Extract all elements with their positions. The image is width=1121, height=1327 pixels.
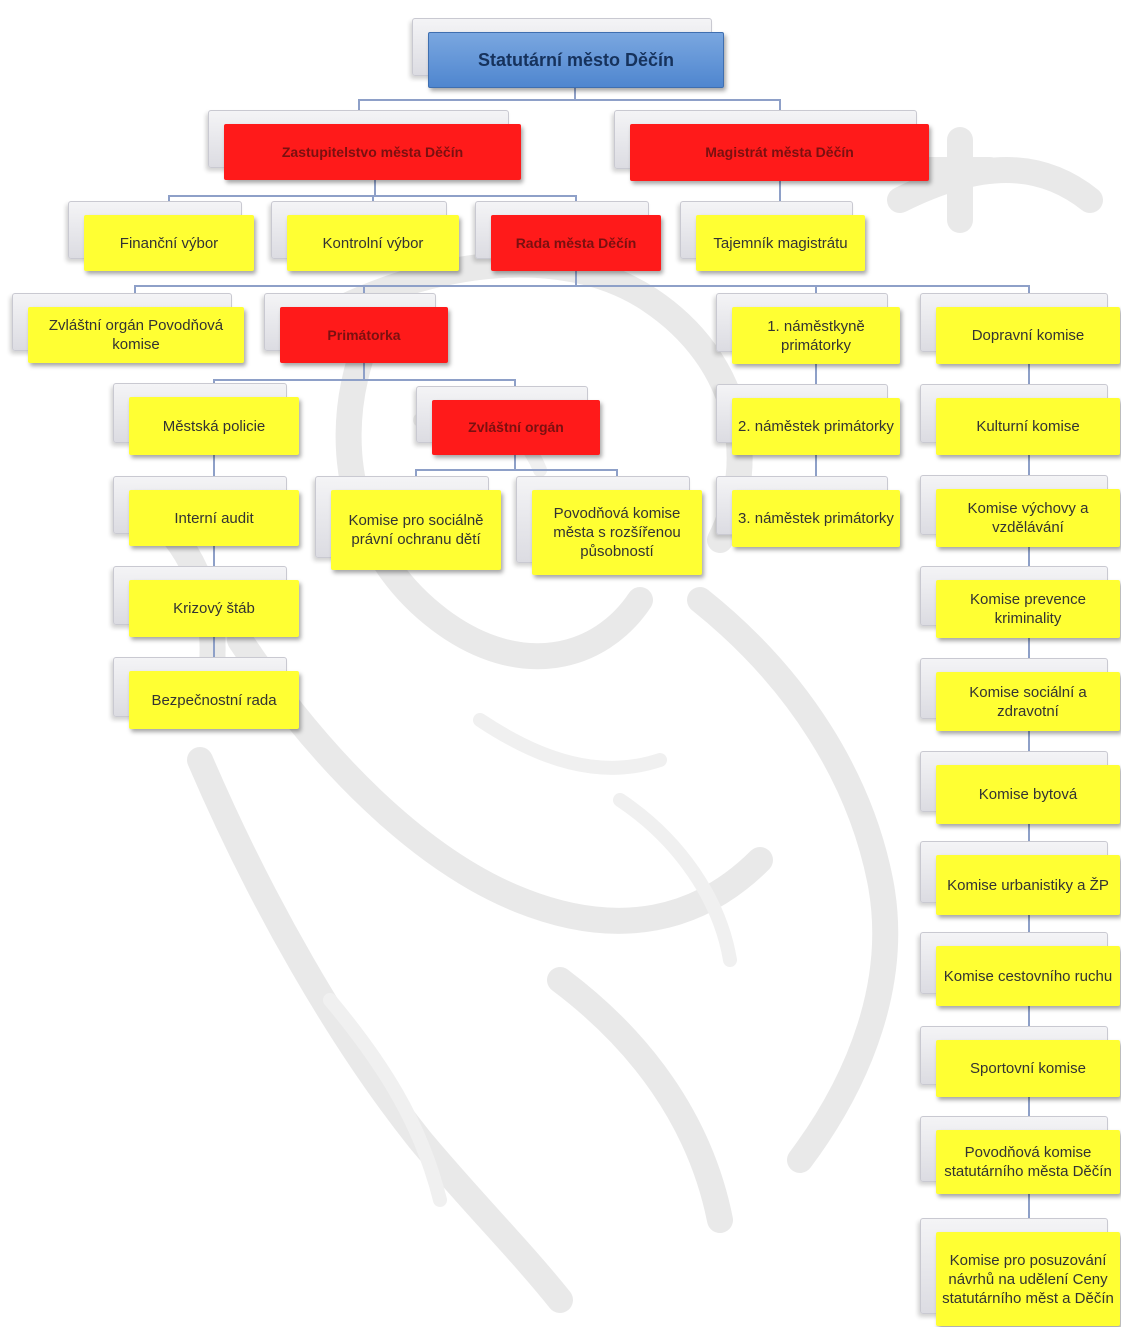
node-commission-8: Sportovní komise — [920, 1026, 1120, 1097]
node-povodnova-rozsirena: Povodňová komise města s rozšířenou půso… — [516, 476, 702, 575]
node-commission-9-label: Povodňová komise statutárního města Děčí… — [936, 1130, 1120, 1194]
node-commission-7: Komise cestovního ruchu — [920, 932, 1120, 1006]
node-commission-1: Kulturní komise — [920, 384, 1120, 455]
node-root-label: Statutární město Děčín — [428, 32, 724, 88]
node-primatorka-label: Primátorka — [280, 307, 448, 363]
node-zastupitelstvo: Zastupitelstvo města Děčín — [208, 110, 521, 180]
node-commission-6: Komise urbanistiky a ŽP — [920, 841, 1120, 915]
node-zvlastni-organ-povodnova-label: Zvláštní orgán Povodňová komise — [28, 307, 244, 363]
node-commission-2-label: Komise výchovy a vzdělávání — [936, 489, 1120, 547]
node-rada-label: Rada města Děčín — [491, 215, 661, 271]
node-komise-ospod: Komise pro sociálně právní ochranu dětí — [315, 476, 501, 570]
node-commission-1-label: Kulturní komise — [936, 398, 1120, 455]
node-commission-7-label: Komise cestovního ruchu — [936, 946, 1120, 1006]
node-commission-4: Komise sociální a zdravotní — [920, 658, 1120, 731]
node-namestek-3: 3. náměstek primátorky — [716, 476, 900, 547]
node-kontrolni-vybor-label: Kontrolní výbor — [287, 215, 459, 271]
node-mestska-policie-label: Městská policie — [129, 397, 299, 455]
node-commission-2: Komise výchovy a vzdělávání — [920, 475, 1120, 547]
node-povodnova-rozsirena-label: Povodňová komise města s rozšířenou půso… — [532, 490, 702, 575]
node-namestek-2-label: 2. náměstek primátorky — [732, 398, 900, 455]
node-zastupitelstvo-label: Zastupitelstvo města Děčín — [224, 124, 521, 180]
node-tajemnik: Tajemník magistrátu — [680, 201, 865, 271]
node-commission-0-label: Dopravní komise — [936, 307, 1120, 364]
node-commission-10-label: Komise pro posuzování návrhů na udělení … — [936, 1232, 1120, 1326]
node-commission-5: Komise bytová — [920, 751, 1120, 824]
node-krizovy-stab-label: Krizový štáb — [129, 580, 299, 637]
node-namestkyne-1: 1. náměstkyně primátorky — [716, 293, 900, 364]
node-commission-10: Komise pro posuzování návrhů na udělení … — [920, 1218, 1120, 1326]
node-rada: Rada města Děčín — [475, 201, 661, 271]
node-interni-audit-label: Interní audit — [129, 490, 299, 546]
node-commission-8-label: Sportovní komise — [936, 1040, 1120, 1097]
node-commission-9: Povodňová komise statutárního města Děčí… — [920, 1116, 1120, 1194]
node-commission-3: Komise prevence kriminality — [920, 566, 1120, 638]
node-bezpecnostni-rada-label: Bezpečnostní rada — [129, 671, 299, 729]
node-namestek-3-label: 3. náměstek primátorky — [732, 490, 900, 547]
node-tajemnik-label: Tajemník magistrátu — [696, 215, 865, 271]
node-bezpecnostni-rada: Bezpečnostní rada — [113, 657, 299, 729]
node-mestska-policie: Městská policie — [113, 383, 299, 455]
node-commission-5-label: Komise bytová — [936, 765, 1120, 824]
node-commission-0: Dopravní komise — [920, 293, 1120, 364]
node-komise-ospod-label: Komise pro sociálně právní ochranu dětí — [331, 490, 501, 570]
node-commission-3-label: Komise prevence kriminality — [936, 580, 1120, 638]
node-financni-vybor: Finanční výbor — [68, 201, 254, 271]
node-primatorka: Primátorka — [264, 293, 448, 363]
node-zvlastni-organ-label: Zvláštní orgán — [432, 400, 600, 455]
node-commission-4-label: Komise sociální a zdravotní — [936, 672, 1120, 731]
node-zvlastni-organ-povodnova: Zvláštní orgán Povodňová komise — [12, 293, 244, 363]
node-namestkyne-1-label: 1. náměstkyně primátorky — [732, 307, 900, 364]
node-namestek-2: 2. náměstek primátorky — [716, 384, 900, 455]
node-zvlastni-organ: Zvláštní orgán — [416, 386, 600, 455]
node-interni-audit: Interní audit — [113, 476, 299, 546]
node-krizovy-stab: Krizový štáb — [113, 566, 299, 637]
node-magistrat-label: Magistrát města Děčín — [630, 124, 929, 181]
node-kontrolni-vybor: Kontrolní výbor — [271, 201, 459, 271]
node-commission-6-label: Komise urbanistiky a ŽP — [936, 855, 1120, 915]
node-magistrat: Magistrát města Děčín — [614, 110, 929, 181]
node-financni-vybor-label: Finanční výbor — [84, 215, 254, 271]
node-root: Statutární město Děčín — [412, 18, 724, 88]
